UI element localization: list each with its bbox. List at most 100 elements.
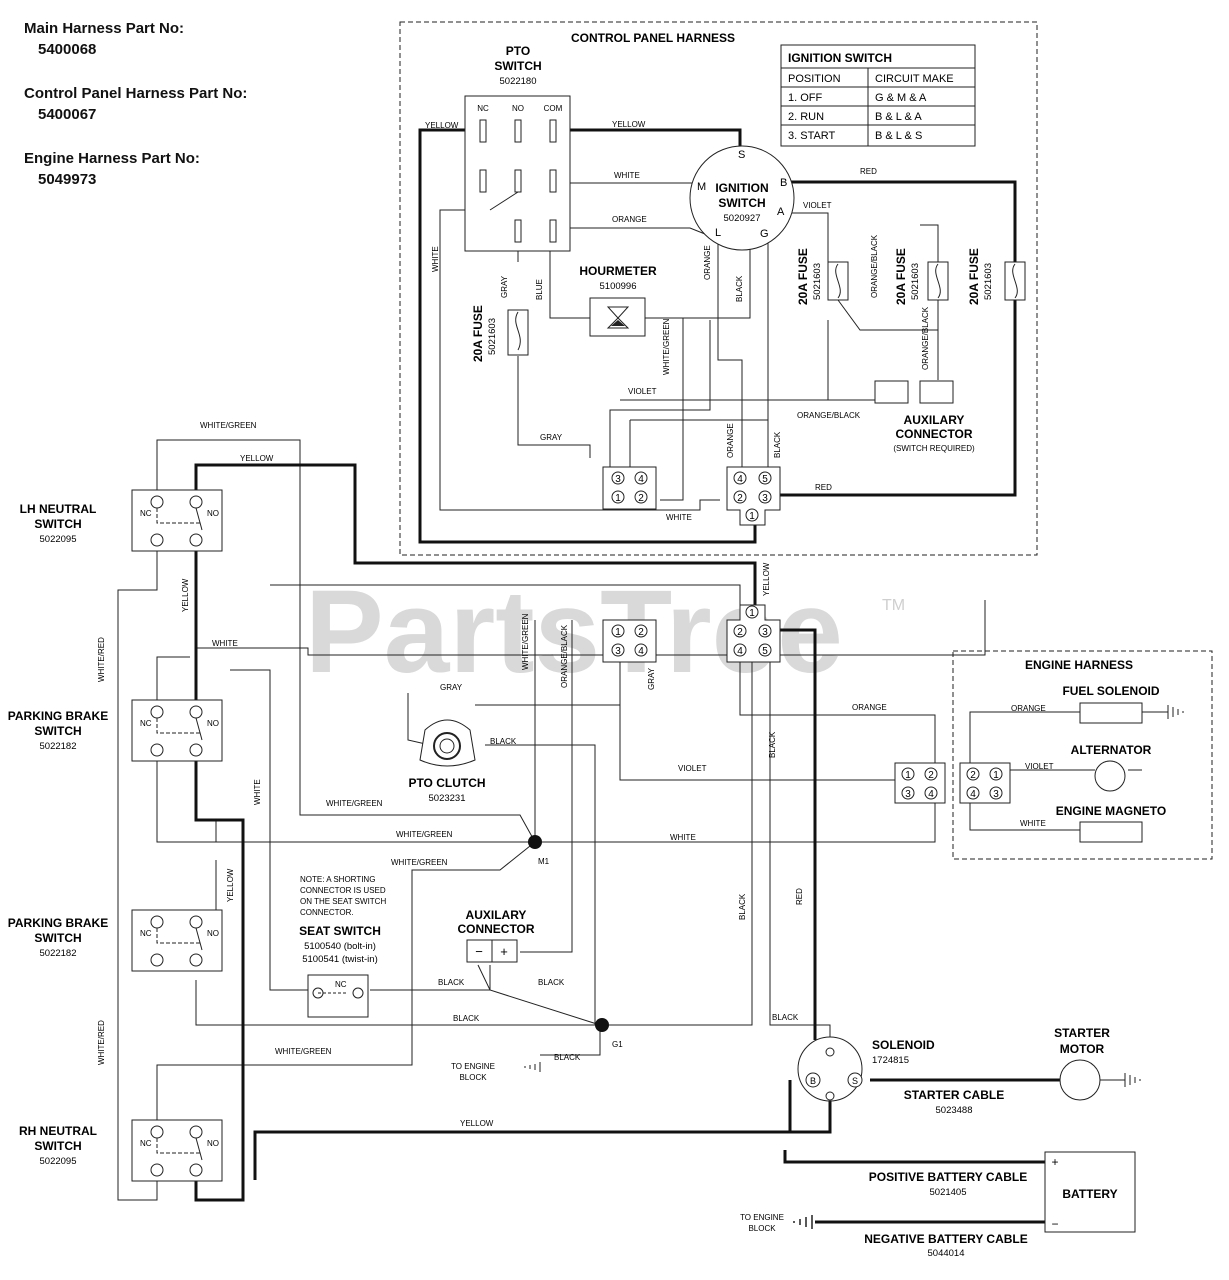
pto-switch-name1: PTO [506, 44, 530, 58]
svg-text:20A FUSE: 20A FUSE [796, 248, 810, 305]
ignition-row-make: G & M & A [875, 92, 927, 104]
junction-m1-label: M1 [538, 857, 550, 866]
engine-harness-title: ENGINE HARNESS [1025, 658, 1133, 672]
starter-cable-part: 5023488 [936, 1105, 973, 1116]
engine-harness-number: 5049973 [38, 171, 97, 188]
svg-text:NO: NO [512, 104, 524, 113]
engine-block-ground-2: TO ENGINE BLOCK [740, 1213, 813, 1233]
parking-brake-switch-2: PARKING BRAKE SWITCH 5022182 NC NO [8, 909, 223, 972]
wire-label-blue: BLUE [535, 279, 544, 300]
svg-text:NC: NC [140, 929, 152, 938]
svg-text:AUXILARY: AUXILARY [466, 908, 527, 922]
wire-label-yellow: YELLOW [460, 1119, 494, 1128]
svg-text:4: 4 [928, 789, 934, 800]
svg-text:SWITCH: SWITCH [718, 196, 765, 210]
svg-text:BLOCK: BLOCK [459, 1073, 487, 1082]
wire-label-yellow: YELLOW [240, 454, 274, 463]
svg-text:TO ENGINE: TO ENGINE [740, 1213, 784, 1222]
wire-label-white: WHITE [431, 246, 440, 272]
thin-wires [117, 182, 1168, 1201]
svg-text:RH NEUTRAL: RH NEUTRAL [19, 1124, 97, 1138]
svg-text:SEAT SWITCH: SEAT SWITCH [299, 924, 381, 938]
svg-text:20A FUSE: 20A FUSE [471, 305, 485, 362]
svg-text:1724815: 1724815 [872, 1055, 909, 1066]
positive-cable-part: 5021405 [930, 1187, 967, 1198]
battery: + − BATTERY [1044, 1151, 1136, 1233]
svg-text:ON THE SEAT SWITCH: ON THE SEAT SWITCH [300, 897, 386, 906]
wire-label-white: WHITE [666, 513, 692, 522]
svg-text:20A FUSE: 20A FUSE [894, 248, 908, 305]
seat-switch: NOTE: A SHORTING CONNECTOR IS USED ON TH… [299, 875, 386, 1018]
wire-label-gray: GRAY [540, 433, 563, 442]
engine-block-ground-1: TO ENGINE BLOCK [451, 1062, 541, 1082]
svg-text:3: 3 [615, 646, 621, 657]
wire-label-white-green: WHITE/GREEN [521, 613, 530, 670]
svg-text:S: S [852, 1076, 858, 1086]
engine-harness-label: Engine Harness Part No: [24, 150, 200, 167]
fuse: 20A FUSE 5021603 [967, 248, 1026, 305]
wire-label-violet: VIOLET [678, 764, 707, 773]
fuse: 20A FUSE 5021603 [894, 248, 949, 305]
svg-text:2: 2 [638, 627, 644, 638]
control-harness-label: Control Panel Harness Part No: [24, 85, 248, 102]
wire-label-orange: ORANGE [852, 703, 887, 712]
svg-text:1: 1 [993, 770, 999, 781]
wire-label-gray: GRAY [440, 683, 463, 692]
fuse: 20A FUSE 5021603 [471, 305, 529, 362]
svg-text:4: 4 [970, 789, 976, 800]
ignition-switch: IGNITION SWITCH 5020927 S B M A L G [689, 145, 795, 251]
svg-text:2: 2 [737, 627, 743, 638]
hourmeter: HOURMETER 5100996 [579, 264, 657, 337]
svg-text:NO: NO [207, 509, 219, 518]
wire-label-white-green: WHITE/GREEN [200, 421, 257, 430]
wire-label-white-green: WHITE/GREEN [662, 318, 671, 375]
wire-label-yellow: YELLOW [762, 562, 771, 596]
svg-text:NO: NO [207, 719, 219, 728]
wire-label-white: WHITE [614, 171, 640, 180]
svg-text:CONNECTOR.: CONNECTOR. [300, 908, 354, 917]
svg-text:20A FUSE: 20A FUSE [967, 248, 981, 305]
wire-label-red: RED [860, 167, 877, 176]
wire-label-orange-black: ORANGE/BLACK [921, 306, 930, 370]
svg-text:SWITCH: SWITCH [34, 724, 81, 738]
svg-text:B: B [810, 1076, 816, 1086]
fuel-solenoid: FUEL SOLENOID [1062, 684, 1184, 724]
wire-label-black: BLACK [538, 978, 565, 987]
svg-text:5100540 (bolt-in): 5100540 (bolt-in) [304, 941, 376, 952]
wire-label-black: BLACK [738, 893, 747, 920]
starter-motor: STARTER MOTOR [1054, 1026, 1141, 1101]
svg-text:2: 2 [638, 493, 644, 504]
svg-text:5021603: 5021603 [910, 263, 921, 300]
connector-5pin: 4 5 2 3 1 [726, 466, 781, 526]
svg-text:5100541 (twist-in): 5100541 (twist-in) [302, 954, 378, 965]
ignition-row-make: B & L & S [875, 130, 922, 142]
svg-text:ENGINE MAGNETO: ENGINE MAGNETO [1056, 804, 1166, 818]
svg-text:AUXILARY: AUXILARY [904, 413, 965, 427]
svg-text:NC: NC [140, 719, 152, 728]
wire-label-white: WHITE [253, 779, 262, 805]
svg-text:NC: NC [477, 104, 489, 113]
ignition-row-pos: 3. START [788, 130, 836, 142]
svg-text:4: 4 [737, 474, 743, 485]
svg-text:5022095: 5022095 [40, 534, 77, 545]
svg-text:MOTOR: MOTOR [1060, 1042, 1105, 1056]
pto-switch-part: 5022180 [500, 76, 537, 87]
engine-magneto: ENGINE MAGNETO [1056, 804, 1166, 843]
negative-cable-name: NEGATIVE BATTERY CABLE [864, 1232, 1028, 1246]
svg-text:4: 4 [638, 474, 644, 485]
svg-text:5023231: 5023231 [429, 793, 466, 804]
wire-label-white-green: WHITE/GREEN [326, 799, 383, 808]
svg-text:CONNECTOR IS USED: CONNECTOR IS USED [300, 886, 386, 895]
svg-text:2: 2 [928, 770, 934, 781]
wire-label-violet: VIOLET [1025, 762, 1054, 771]
aux-connector-panel: AUXILARY CONNECTOR (SWITCH REQUIRED) [874, 380, 975, 453]
ignition-table-title: IGNITION SWITCH [788, 51, 892, 65]
wire-label-white: WHITE [212, 639, 238, 648]
connector-4pin-engine: 2 1 4 3 [959, 762, 1011, 804]
thick-wires [194, 128, 1060, 1224]
wire-label-yellow: YELLOW [425, 121, 459, 130]
svg-text:5022182: 5022182 [40, 741, 77, 752]
fuse: 20A FUSE 5021603 [796, 248, 849, 305]
svg-text:SWITCH: SWITCH [34, 517, 81, 531]
